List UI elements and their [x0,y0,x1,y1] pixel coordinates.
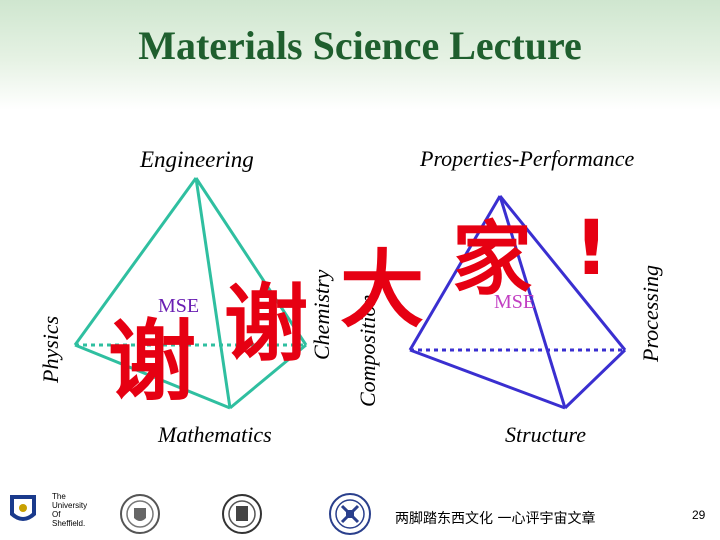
right-mse-label: MSE [494,291,536,313]
left-mse-label: MSE [158,295,200,317]
thanks-char-2: 谢 [224,275,309,373]
exclamation-mark: ! [574,203,609,292]
harbin-institute-logo [329,493,371,535]
label-mathematics: Mathematics [158,422,272,447]
label-engineering: Engineering [140,147,254,172]
everyone-char-2: 家 [452,213,532,306]
university-seal-logo [120,494,160,534]
footer-motto: 两脚踏东西文化 一心评宇宙文章 [395,511,596,527]
university-of-sheffield-logo [10,495,36,521]
right-tetrahedron [408,195,627,410]
left-tetrahedron [73,177,308,410]
sheffield-logo-text: The University Of Sheffield. [52,492,88,528]
university-crest-logo [222,494,262,534]
label-properties-performance: Properties-Performance [420,146,635,171]
label-structure: Structure [505,422,587,447]
label-physics: Physics [38,315,63,383]
label-processing: Processing [638,265,663,362]
everyone-char-1: 大 [340,241,425,339]
label-chemistry: Chemistry [309,269,334,360]
page-number: 29 [692,508,706,522]
slide-title: Materials Science Lecture [138,23,582,68]
thanks-char-1: 谢 [108,310,197,413]
